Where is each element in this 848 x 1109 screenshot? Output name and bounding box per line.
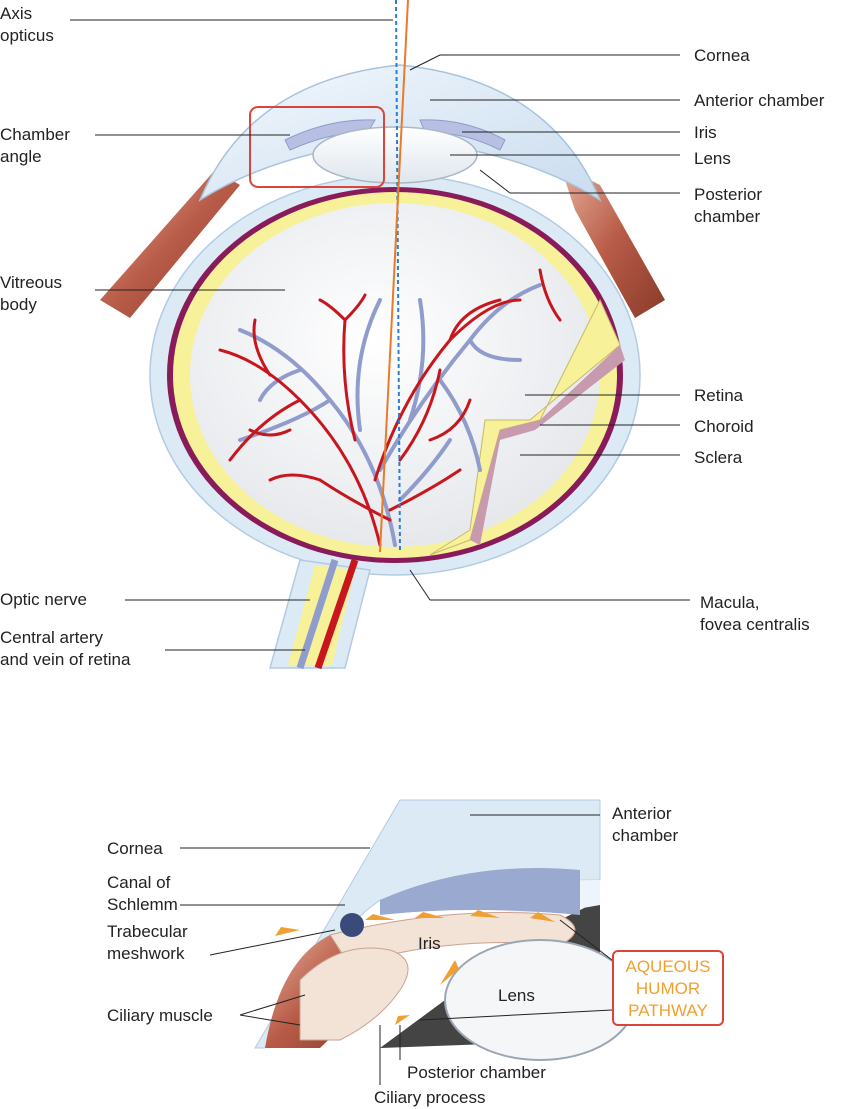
label-detail-ciliary-process: Ciliary process xyxy=(374,1088,486,1107)
label-cornea: Cornea xyxy=(694,46,750,65)
detail-ciliary-body xyxy=(299,947,409,1041)
chamber-angle-highlight xyxy=(249,106,385,188)
label-detail-iris: Iris xyxy=(418,934,441,953)
choroid-cutaway xyxy=(470,345,625,545)
top-leader-lines xyxy=(70,19,690,651)
central-artery xyxy=(314,558,359,670)
aqueous-humor-pathway-box: AQUEOUS HUMOR PATHWAY xyxy=(612,950,724,1026)
label-macula: Macula,fovea centralis xyxy=(700,593,810,634)
left-extraocular-muscle xyxy=(100,170,240,318)
label-lens: Lens xyxy=(694,149,731,168)
detail-iris-pigment xyxy=(380,868,580,915)
optical-axis-dashed xyxy=(395,0,401,553)
label-detail-cornea: Cornea xyxy=(107,839,163,858)
detail-canal-schlemm xyxy=(340,913,364,937)
detail-lens xyxy=(444,939,636,1061)
eyeball-figure xyxy=(100,0,665,670)
visual-axis xyxy=(379,0,409,553)
label-choroid: Choroid xyxy=(694,417,754,436)
retinal-veins xyxy=(238,283,542,547)
label-optic-nerve: Optic nerve xyxy=(0,590,87,609)
vitreous-body xyxy=(190,203,600,547)
label-iris: Iris xyxy=(694,123,717,142)
label-detail-posterior-chamber: Posterior chamber xyxy=(407,1063,546,1082)
optic-nerve xyxy=(288,565,355,665)
retinal-arteries xyxy=(218,268,562,547)
right-extraocular-muscle xyxy=(560,165,665,318)
central-vein xyxy=(296,558,339,670)
aqueous-arrows xyxy=(275,910,555,1025)
chamber-angle-detail xyxy=(254,799,636,1061)
label-detail-ciliary-muscle: Ciliary muscle xyxy=(107,1006,213,1025)
label-retina: Retina xyxy=(694,386,744,405)
bottom-leader-lines xyxy=(180,814,613,1085)
label-anterior-chamber: Anterior chamber xyxy=(694,91,825,110)
label-sclera: Sclera xyxy=(694,448,743,467)
label-detail-lens: Lens xyxy=(498,986,535,1005)
